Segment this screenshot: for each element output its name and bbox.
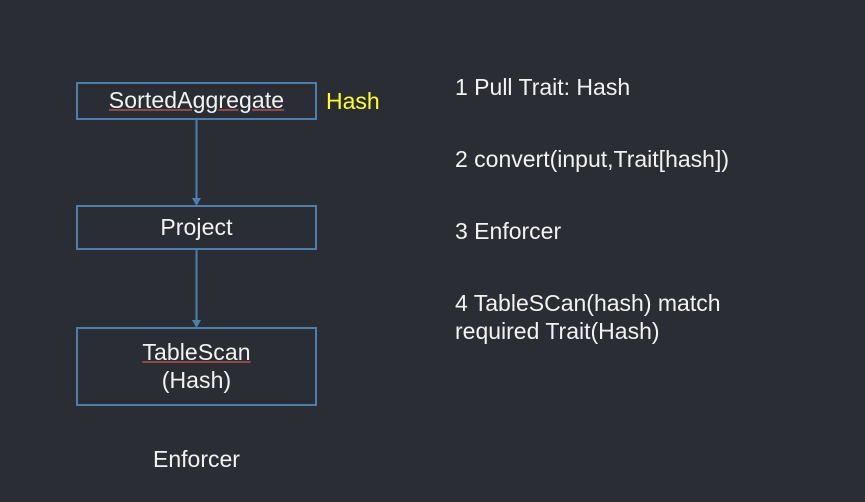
- plan-node-project[interactable]: Project: [76, 205, 317, 250]
- plan-node-tablescan[interactable]: TableScan (Hash): [76, 327, 317, 406]
- arrow-project-to-tablescan: [192, 249, 201, 328]
- trait-annotation-hash: Hash: [326, 88, 380, 114]
- plan-node-sorted-aggregate[interactable]: SortedAggregate: [76, 82, 317, 120]
- enforcer-caption: Enforcer: [153, 446, 240, 472]
- step-item-1: 1 Pull Trait: Hash: [455, 74, 631, 100]
- step-item-3: 3 Enforcer: [455, 218, 562, 245]
- step-item-4: 4 TableSCan(hash) match required Trait(H…: [455, 290, 721, 345]
- step-item-2: 2 convert(input,Trait[hash]): [455, 146, 729, 173]
- plan-node-label: Project: [160, 213, 233, 240]
- plan-node-label: SortedAggregate: [108, 87, 285, 114]
- plan-node-sublabel: (Hash): [161, 366, 232, 393]
- plan-node-label: TableScan: [142, 339, 251, 366]
- arrow-sorted-aggregate-to-project: [192, 119, 201, 206]
- steps-list: 1 Pull Trait: Hash 2 convert(input,Trait…: [455, 73, 845, 345]
